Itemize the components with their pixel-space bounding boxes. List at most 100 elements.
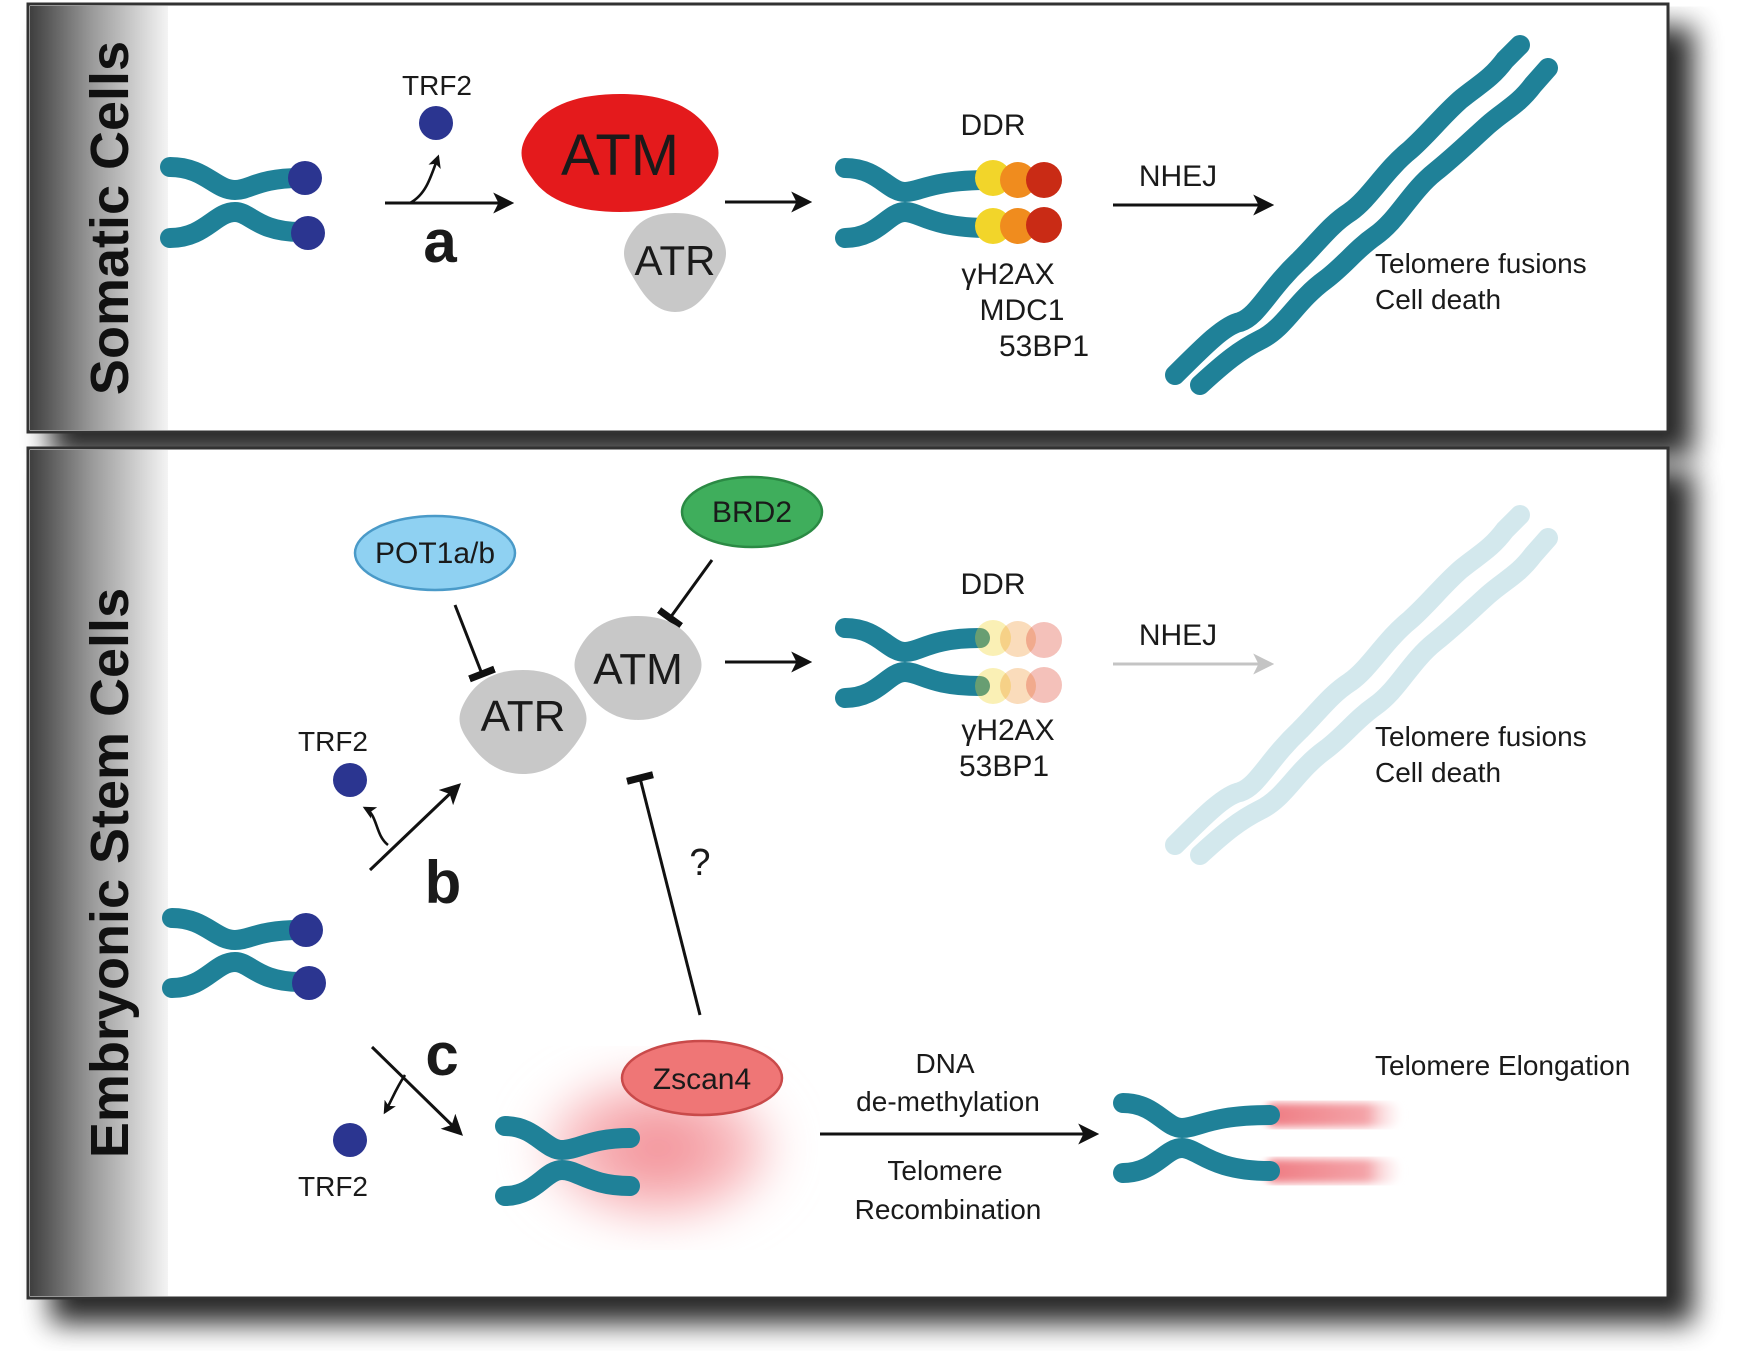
pot1-inhibits-atr	[453, 604, 496, 683]
esc-panel-frame	[26, 446, 1670, 1300]
atr-kinase-shape	[624, 213, 726, 312]
pot1-label: POT1a/b	[375, 537, 495, 570]
ddr-foci-faded-red	[1026, 622, 1062, 658]
esc-dna-with-trf2	[162, 908, 326, 1000]
outcome-cell-death-faded: Cell death	[1375, 757, 1501, 788]
pot1-protein	[353, 514, 517, 592]
outcome-telomere-fusions: Telomere fusions	[1375, 248, 1587, 279]
dna-strand-bottom	[835, 661, 990, 708]
mech-demethylation-label: de-methylation	[856, 1086, 1040, 1117]
nhej-label-faded: NHEJ	[1139, 619, 1217, 652]
atm-label: ATM	[593, 645, 683, 694]
esc-ddr-dna	[835, 618, 1062, 708]
marker-53bp1: 53BP1	[959, 750, 1049, 783]
esc-side-bar	[30, 450, 168, 1296]
ddr-foci-red	[1026, 207, 1062, 243]
dna-strand-bottom	[1113, 1137, 1280, 1183]
marker-53bp1: 53BP1	[999, 330, 1089, 363]
somatic-ddr-dna	[835, 158, 1062, 248]
esc-panel: Embryonic Stem Cells POT1a/b BRD2 ATM AT…	[26, 446, 1670, 1300]
mech-dna-label: DNA	[915, 1048, 974, 1079]
ddr-label: DDR	[961, 109, 1026, 142]
trf2-release-curve	[362, 806, 389, 847]
somatic-side-label: Somatic Cells	[80, 41, 140, 395]
dna-strand-top	[835, 618, 990, 663]
zscan4-label: Zscan4	[653, 1063, 751, 1096]
ddr-foci-yellow	[975, 208, 1011, 244]
fused-strand	[1165, 505, 1530, 855]
path-c-arrow	[370, 1045, 464, 1136]
trf2-protein	[289, 913, 323, 947]
ddr-foci-red	[1026, 162, 1062, 198]
somatic-side-bar	[30, 6, 168, 430]
telomere-fusion-chromosome	[1165, 35, 1558, 395]
telomere-fusion-chromosome-faded	[1165, 505, 1558, 865]
marker-mdc1: MDC1	[979, 294, 1064, 327]
marker-gh2ax: γH2AX	[961, 714, 1054, 747]
path-b-letter: b	[425, 849, 462, 916]
trf2-protein	[292, 966, 326, 1000]
elongation-bottom	[1265, 1159, 1400, 1183]
path-c-letter: c	[425, 1021, 458, 1088]
ddr-label: DDR	[961, 568, 1026, 601]
atm-label: ATM	[561, 123, 679, 188]
atr-kinase-shape	[459, 670, 587, 774]
outcome-telomere-fusions-faded: Telomere fusions	[1375, 721, 1587, 752]
atm-kinase-shape	[574, 616, 702, 720]
dna-strand-bottom	[162, 951, 310, 998]
brd2-protein	[680, 475, 824, 549]
esc-side-label: Embryonic Stem Cells	[80, 588, 140, 1158]
dna-strand-top	[162, 908, 310, 951]
atr-label: ATR	[635, 237, 716, 284]
zscan4-protein	[620, 1039, 784, 1117]
atr-label: ATR	[481, 692, 566, 741]
ddr-foci-faded-orange	[1000, 668, 1036, 704]
ddr-foci-orange	[1000, 162, 1036, 198]
mech-recombination-label: Recombination	[855, 1194, 1042, 1225]
dna-strand-top	[1113, 1093, 1280, 1139]
atm-kinase-shape	[521, 94, 719, 212]
dna-strand-top	[160, 157, 310, 201]
ddr-foci-faded-yellow	[975, 668, 1011, 704]
fused-strand	[1190, 528, 1558, 865]
ddr-foci-faded-yellow	[975, 620, 1011, 656]
somatic-panel-frame	[26, 2, 1670, 434]
trf2-released-icon	[333, 763, 367, 797]
unknown-mechanism-mark: ?	[689, 842, 710, 884]
zscan4-inhibits-atm	[626, 771, 702, 1016]
trf2-release-curve	[409, 154, 441, 205]
trf2-release-curve	[383, 1074, 407, 1115]
somatic-dna-with-trf2	[160, 157, 325, 250]
trf2-bottom-label: TRF2	[298, 1171, 368, 1202]
nhej-label: NHEJ	[1139, 160, 1217, 193]
ddr-foci-faded-red	[1026, 667, 1062, 703]
brd2-inhibits-atm	[657, 559, 714, 629]
trf2-top-label: TRF2	[298, 726, 368, 757]
dna-strand-bottom	[495, 1159, 640, 1206]
trf2-label: TRF2	[402, 70, 472, 101]
trf2-released-icon	[419, 106, 453, 140]
outcome-cell-death: Cell death	[1375, 284, 1501, 315]
dna-strand-top	[835, 158, 1000, 203]
brd2-label: BRD2	[712, 496, 792, 529]
trf2-protein	[288, 161, 322, 195]
marker-gh2ax: γH2AX	[961, 258, 1054, 291]
dna-strand-top	[495, 1116, 640, 1161]
trf2-protein	[291, 216, 325, 250]
elongation-top	[1265, 1103, 1400, 1127]
dna-strand-bottom	[835, 201, 1000, 248]
fused-strand	[1190, 58, 1558, 395]
zscan4-bound-dna	[495, 1116, 640, 1206]
telomere-elongation-label: Telomere Elongation	[1375, 1050, 1630, 1081]
somatic-panel: Somatic Cells TRF2 a ATM ATR	[26, 2, 1670, 434]
trf2-released-icon	[333, 1123, 367, 1157]
ddr-foci-faded-orange	[1000, 621, 1036, 657]
ddr-foci-orange	[1000, 208, 1036, 244]
path-a-letter: a	[423, 208, 457, 275]
elongated-telomere-dna	[1113, 1093, 1400, 1183]
mech-telomere-label: Telomere	[887, 1155, 1002, 1186]
dna-strand-bottom	[160, 201, 310, 248]
fused-strand	[1165, 35, 1530, 385]
path-b-arrow	[368, 783, 462, 872]
